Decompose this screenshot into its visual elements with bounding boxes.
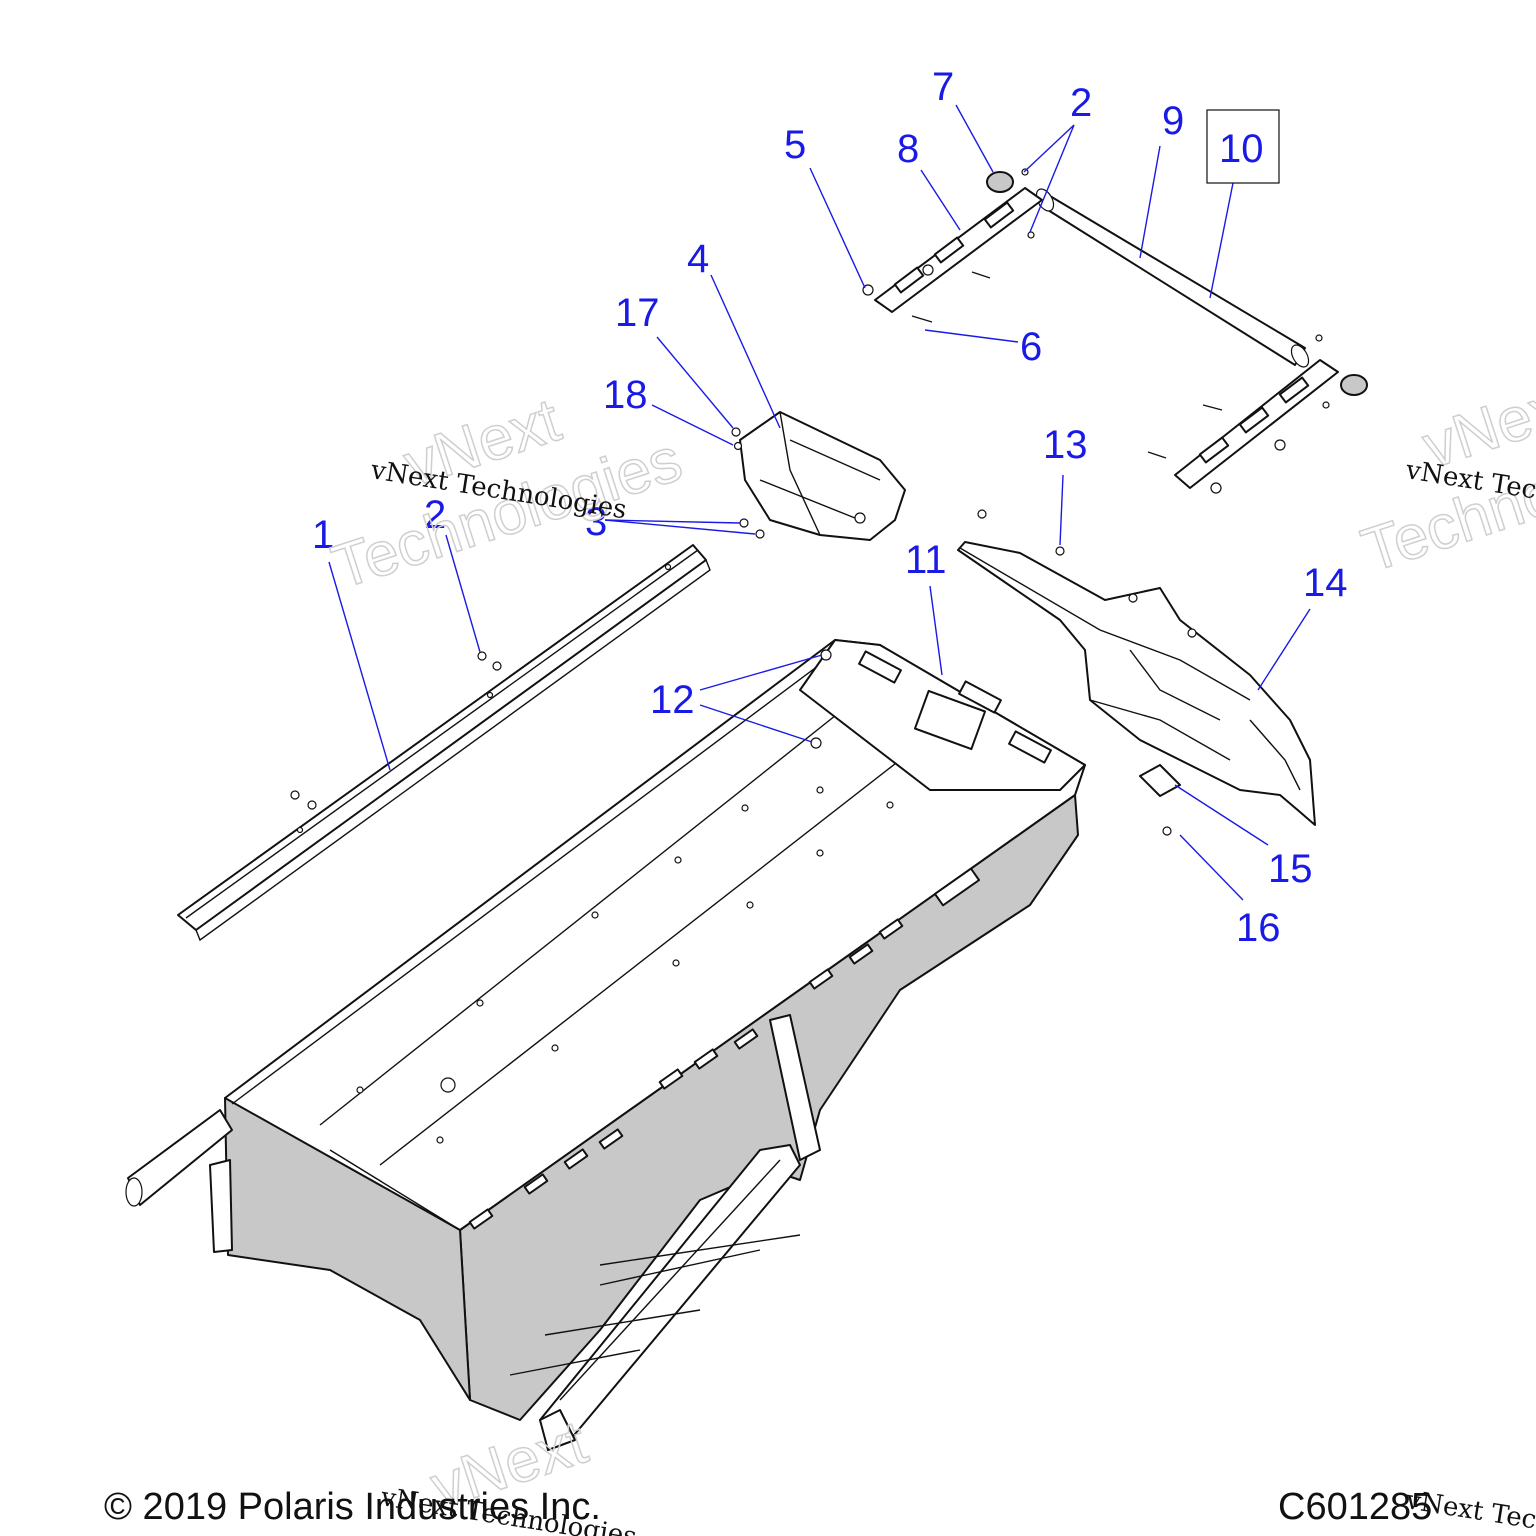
- callout-17: 17: [615, 291, 660, 335]
- callout-12: 12: [650, 678, 695, 722]
- callout-7: 7: [932, 65, 954, 109]
- cover-part-4: [739, 411, 906, 541]
- tunnel-part-11: [125, 639, 1086, 1451]
- callout-9: 9: [1162, 99, 1184, 143]
- callout-1: 1: [312, 513, 334, 557]
- callout-18: 18: [603, 373, 648, 417]
- callout-box-10: [1206, 109, 1280, 184]
- callout-2-top: 2: [1070, 81, 1092, 125]
- bumper-assembly: [862, 168, 1368, 494]
- rail-part-1: [177, 544, 711, 942]
- callout-3: 3: [585, 500, 607, 544]
- callout-6: 6: [1020, 325, 1042, 369]
- flap-part-14: [957, 509, 1316, 836]
- callout-8: 8: [897, 127, 919, 171]
- callout-10: 10: [1219, 127, 1264, 171]
- copyright-text: © 2019 Polaris Industries Inc.: [104, 1486, 601, 1528]
- diagram-code: C601285: [1278, 1486, 1433, 1528]
- callout-16: 16: [1236, 906, 1281, 950]
- callout-labels: 1 2 3 4 5 6 7 2 8 9 10 11 12 13 14 15 16…: [312, 65, 1348, 950]
- screws-part-2-left: [290, 651, 502, 810]
- callout-5: 5: [784, 123, 806, 167]
- screws-part-12: [810, 649, 832, 749]
- callout-2-left: 2: [424, 493, 446, 537]
- callout-11: 11: [905, 538, 947, 582]
- leader-lines: [328, 104, 1311, 901]
- fasteners-part-3-17-18: [731, 427, 765, 539]
- callout-13: 13: [1043, 423, 1088, 467]
- callout-14: 14: [1303, 561, 1348, 605]
- callout-4: 4: [687, 237, 709, 281]
- callout-15: 15: [1268, 847, 1313, 891]
